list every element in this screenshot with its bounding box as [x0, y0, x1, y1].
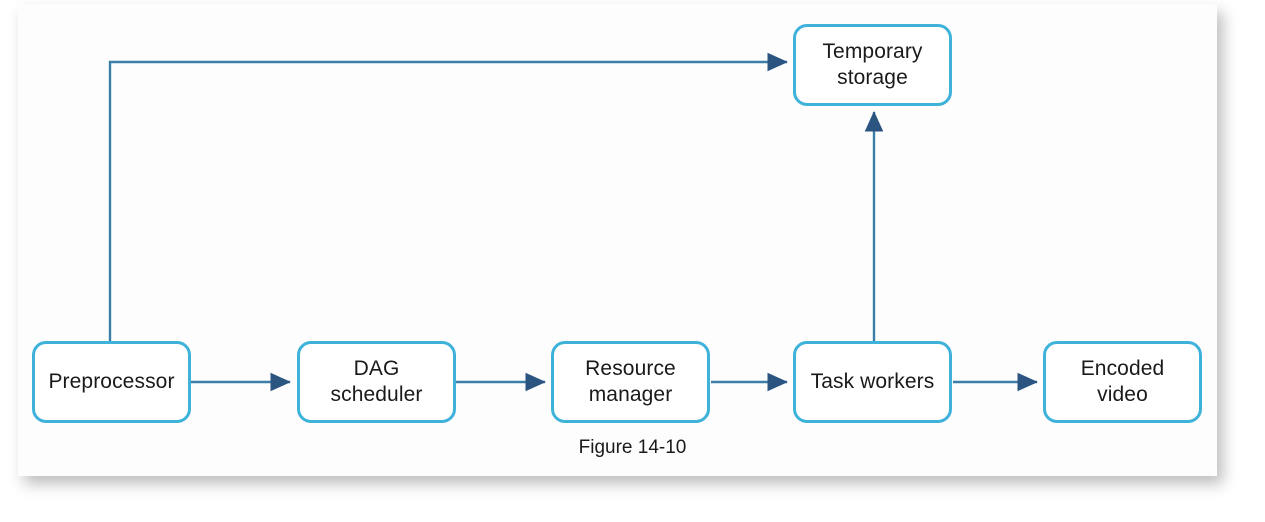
- node-temporary-storage[interactable]: Temporary storage: [793, 24, 952, 106]
- node-resource-manager[interactable]: Resource manager: [551, 341, 710, 423]
- figure-caption: Figure 14-10: [578, 437, 687, 458]
- node-temporary-storage-label: Temporary storage: [822, 40, 923, 89]
- node-dag-scheduler[interactable]: DAG scheduler: [297, 341, 456, 423]
- node-task-workers[interactable]: Task workers: [793, 341, 952, 423]
- node-preprocessor-label: Preprocessor: [48, 370, 175, 394]
- node-encoded-video[interactable]: Encoded video: [1043, 341, 1202, 423]
- node-resource-manager-label: Resource manager: [585, 357, 676, 406]
- node-encoded-video-label: Encoded video: [1080, 357, 1165, 406]
- node-task-workers-label: Task workers: [810, 370, 935, 394]
- node-dag-scheduler-label: DAG scheduler: [330, 357, 423, 406]
- edge-preprocessor-to-temporary-storage: [108, 52, 788, 341]
- node-preprocessor[interactable]: Preprocessor: [32, 341, 191, 423]
